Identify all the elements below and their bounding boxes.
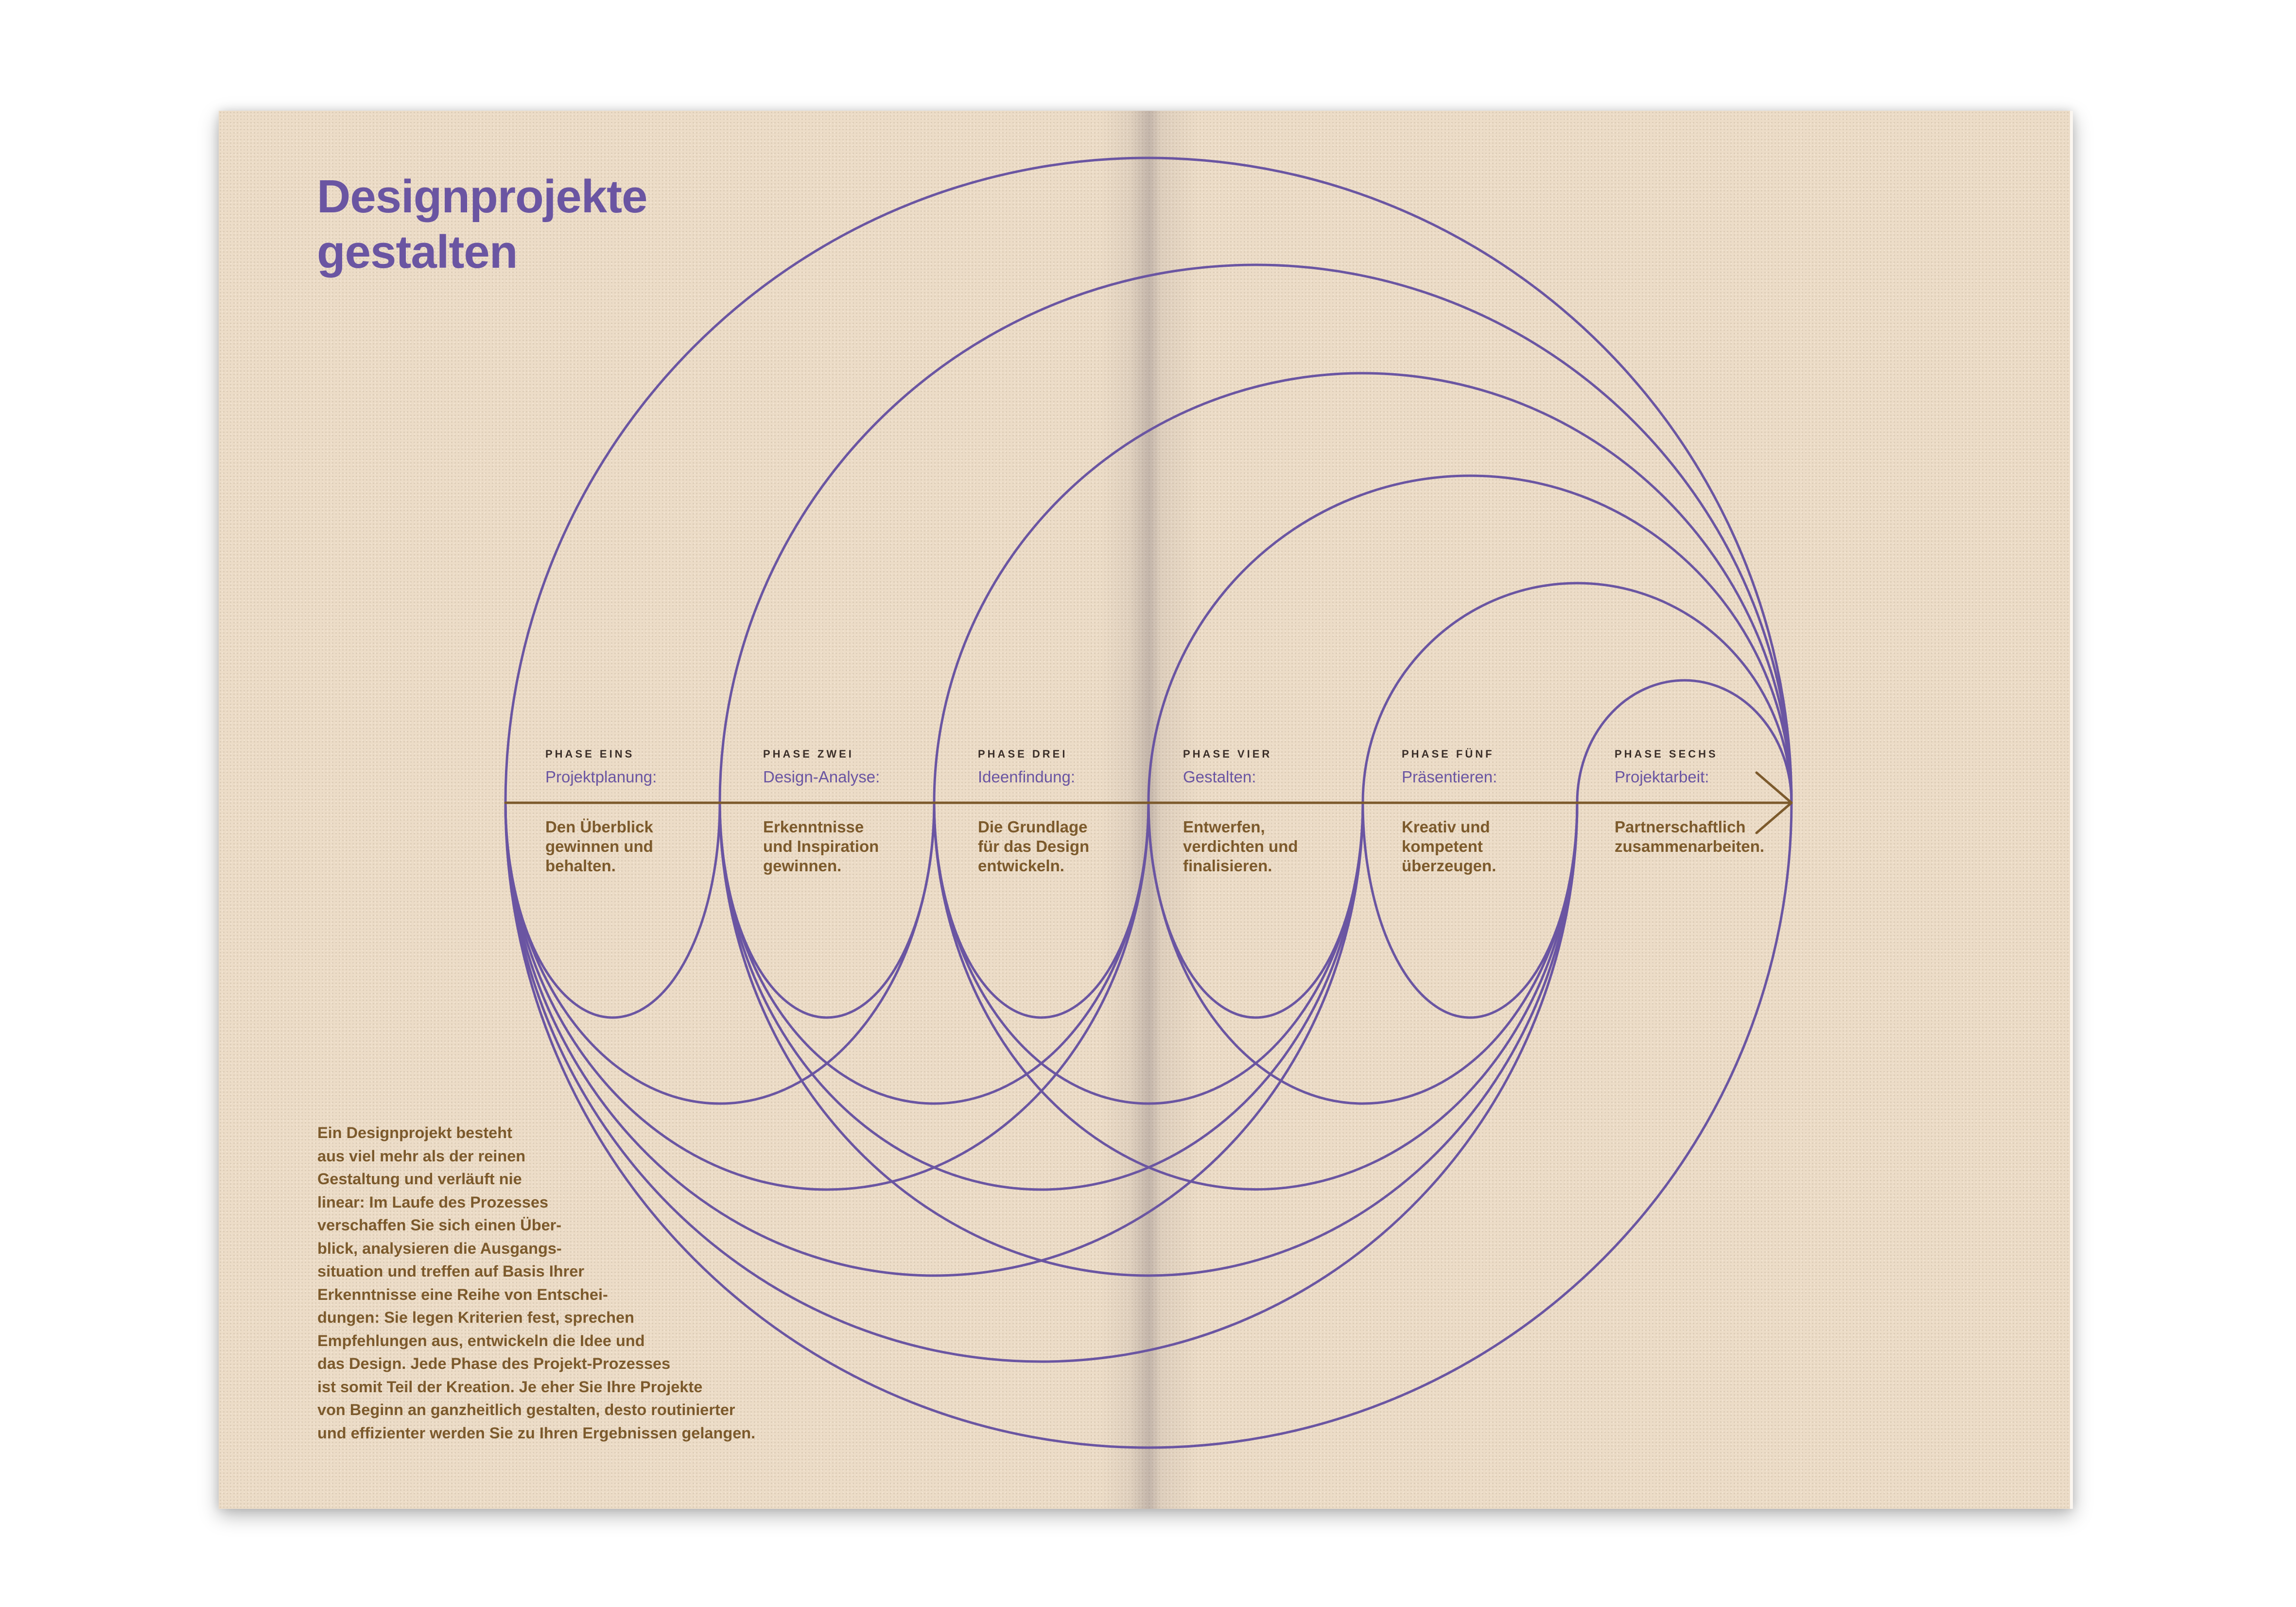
phase-description: Entwerfen, verdichten und finalisieren. xyxy=(1183,818,1298,875)
lower-arc xyxy=(718,802,1364,1191)
phase-description: Die Grundlage für das Design entwickeln. xyxy=(978,818,1090,875)
lower-arc xyxy=(504,802,1793,1449)
lower-arc xyxy=(933,802,1579,1191)
title-line-2: gestalten xyxy=(317,226,518,278)
phase-arc-diagram xyxy=(504,156,1793,1449)
process-axis-arrow-icon xyxy=(504,771,1793,834)
arrow-right-icon xyxy=(1755,771,1793,834)
upper-arc xyxy=(1361,582,1793,803)
phase-name: Projektplanung: xyxy=(545,768,657,786)
upper-arc xyxy=(504,156,1793,803)
lower-arc xyxy=(504,802,1579,1363)
arc-lines xyxy=(504,156,1793,1449)
phase-fuenf: PHASE FÜNF Präsentieren: Kreativ und kom… xyxy=(1402,747,1596,875)
upper-arc xyxy=(718,263,1793,803)
phase-eyebrow: PHASE FÜNF xyxy=(1402,748,1495,760)
phase-name: Design-Analyse: xyxy=(763,768,880,786)
page-title: Designprojekte gestalten xyxy=(317,169,648,280)
upper-arc xyxy=(933,372,1793,803)
book-spread: Designprojekte gestalten PHASE EINS Proj… xyxy=(219,111,2073,1509)
phase-zwei: PHASE ZWEI Design-Analyse: Erkenntnisse … xyxy=(763,747,957,875)
phase-name: Projektarbeit: xyxy=(1615,768,1709,786)
phase-description: Den Überblick gewinnen und behalten. xyxy=(545,818,653,875)
phase-description: Kreativ und kompetent überzeugen. xyxy=(1402,818,1496,875)
phase-vier: PHASE VIER Gestalten: Entwerfen, verdich… xyxy=(1183,747,1377,875)
intro-paragraph: Ein Designprojekt besteht aus viel mehr … xyxy=(317,1124,756,1442)
phase-eyebrow: PHASE SECHS xyxy=(1615,748,1718,760)
phase-eyebrow: PHASE DREI xyxy=(978,748,1068,760)
phase-name: Gestalten: xyxy=(1183,768,1256,786)
phase-eyebrow: PHASE ZWEI xyxy=(763,748,854,760)
phase-name: Präsentieren: xyxy=(1402,768,1497,786)
phase-description: Partnerschaftlich zusammenarbeiten. xyxy=(1615,818,1765,855)
phase-eins: PHASE EINS Projektplanung: Den Überblick… xyxy=(545,747,740,875)
lower-arc xyxy=(1361,802,1579,1019)
lower-arc xyxy=(933,802,1364,1105)
phase-description: Erkenntnisse und Inspiration gewinnen. xyxy=(763,818,879,875)
lower-arc xyxy=(718,802,1150,1105)
phase-eyebrow: PHASE VIER xyxy=(1183,748,1272,760)
phase-sechs: PHASE SECHS Projektarbeit: Partnerschaft… xyxy=(1615,747,1809,855)
lower-arc xyxy=(504,802,936,1105)
lower-arc xyxy=(504,802,1364,1277)
lower-arc xyxy=(504,802,1150,1191)
page-edge xyxy=(2070,111,2073,1509)
lower-arc xyxy=(1147,802,1579,1105)
phase-drei: PHASE DREI Ideenfindung: Die Grundlage f… xyxy=(978,747,1172,875)
phase-name: Ideenfindung: xyxy=(978,768,1076,786)
phase-eyebrow: PHASE EINS xyxy=(545,748,635,760)
upper-arc xyxy=(1147,474,1793,803)
lower-arc xyxy=(718,802,1579,1277)
upper-arc xyxy=(1576,679,1793,803)
title-line-1: Designprojekte xyxy=(317,171,648,223)
